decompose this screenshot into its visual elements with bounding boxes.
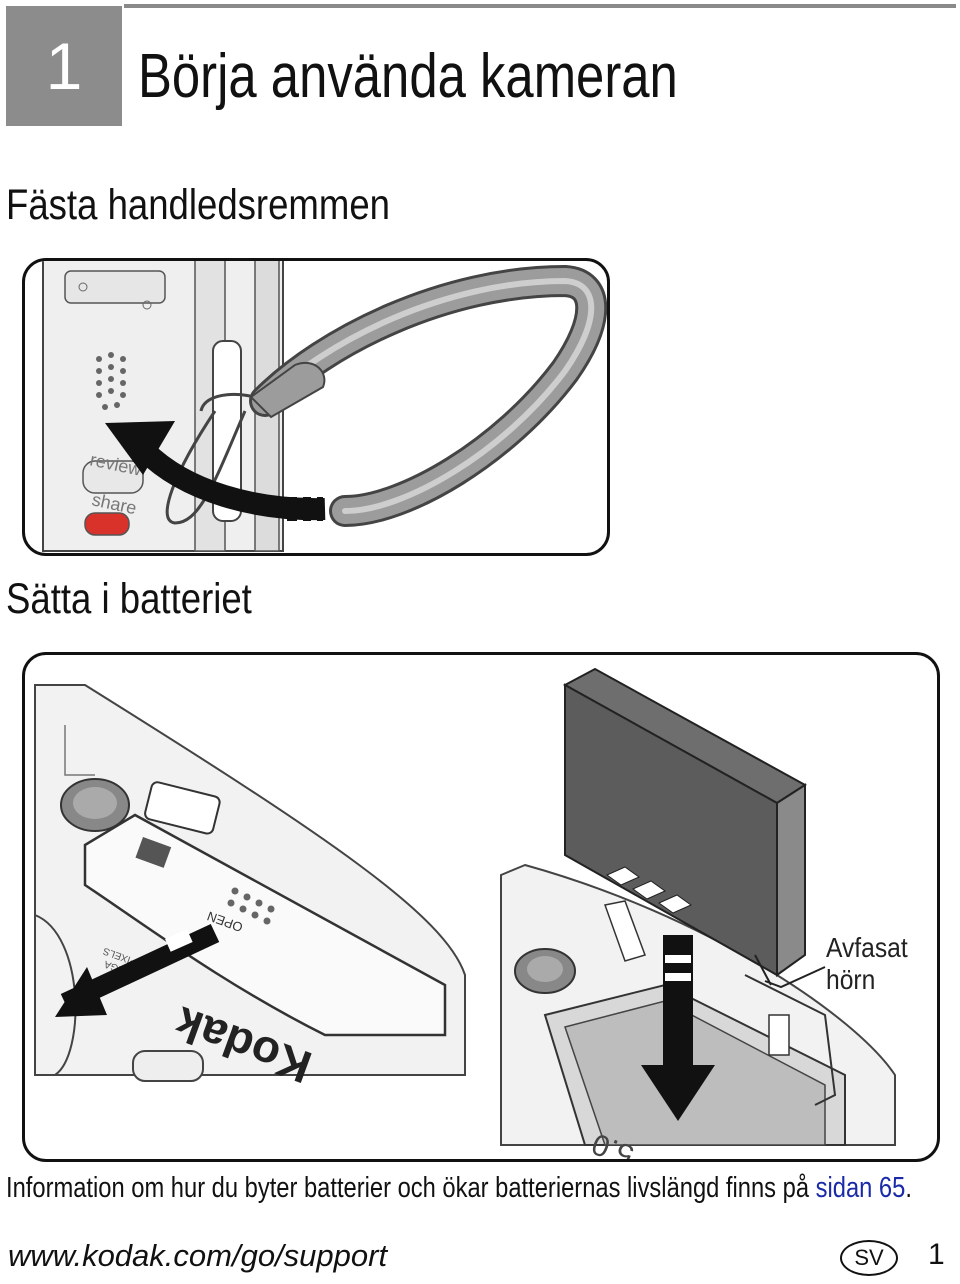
strap-connector [249, 362, 326, 419]
battery-contacts [605, 866, 693, 914]
page-link[interactable]: sidan 65 [815, 1172, 906, 1204]
share-button [84, 512, 130, 536]
support-url[interactable]: www.kodak.com/go/support [8, 1238, 388, 1273]
section-heading-strap: Fästa handledsremmen [6, 181, 390, 229]
callout-line-2: hörn [826, 964, 876, 995]
battery-drawing: OPEN Kodak MEGA PIXELS 5.0 [34, 667, 896, 1159]
chapter-title: Börja använda kameran [138, 42, 678, 111]
info-period: . [905, 1172, 912, 1204]
language-badge: SV [840, 1240, 898, 1276]
callout-line [764, 966, 826, 989]
section-heading-battery: Sätta i batteriet [6, 575, 252, 623]
info-sentence: Information om hur du byter batterier oc… [6, 1172, 816, 1204]
camera-bottom-view: OPEN Kodak MEGA PIXELS [34, 684, 466, 1094]
door-grip [227, 887, 275, 925]
chapter-number: 1 [45, 29, 83, 103]
header-rule [124, 4, 956, 8]
page-number: 1 [928, 1238, 945, 1271]
chamfered-corner-mark [754, 954, 772, 986]
battery-illustration: OPEN Kodak MEGA PIXELS 5.0 [22, 652, 940, 1162]
battery [562, 667, 807, 986]
chamfer-callout: Avfasat hörn [826, 932, 908, 996]
callout-line-1: Avfasat [826, 932, 908, 963]
speaker-grille [96, 352, 126, 410]
language-code: SV [854, 1245, 884, 1270]
chapter-number-box: 1 [6, 6, 122, 126]
strap-drawing: review share [42, 261, 607, 552]
battery-info-text: Information om hur du byter batterier oc… [6, 1174, 912, 1203]
insert-arrow [137, 443, 326, 521]
strap-illustration: review share [22, 258, 610, 556]
